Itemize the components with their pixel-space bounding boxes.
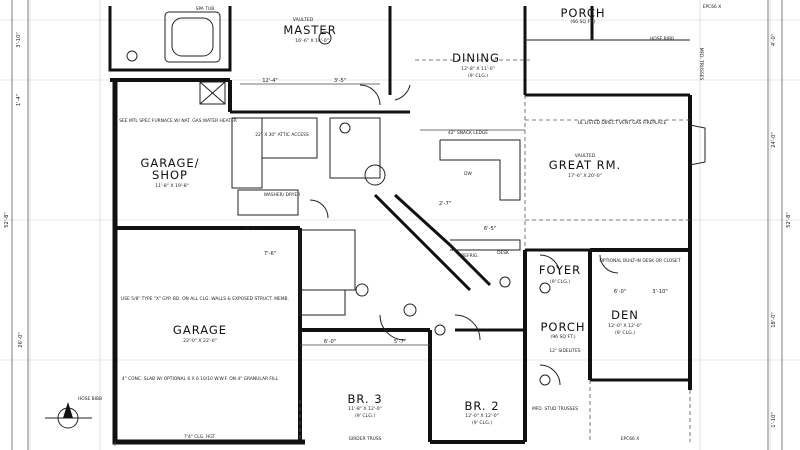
great-note: VAULTED <box>575 153 596 159</box>
built-in-note: OPTIONAL BUILT-IN DESK OR CLOSET <box>599 258 680 264</box>
br3-size: 11'-8" X 12'-0" <box>348 406 382 412</box>
dim-left-2: 1'-4" <box>16 94 22 106</box>
dimension-lines <box>11 0 783 450</box>
refrig-note: REFRIG. <box>461 253 479 259</box>
porch-bottom-label: PORCH <box>540 320 585 334</box>
furnace-note: SEE MTL SPEC FURNACE W/ NAT. GAS WATER H… <box>119 118 237 124</box>
room-labels: VAULTED MASTER 16'-6" X 14'-0" PORCH (66… <box>140 6 641 426</box>
porch-top-label: PORCH <box>560 6 605 20</box>
hose-bibb-top-note: HOSE BIBB <box>650 36 674 42</box>
br3-note: (9' CLG.) <box>355 413 375 419</box>
fireplace-note: UL LISTED DIRECT VENT GAS FIREPLACE <box>578 120 667 126</box>
snack-ledge-note: 42" SNACK LEDGE <box>448 130 488 136</box>
dim-top-1: 12'-4" <box>262 78 278 84</box>
slab-note: 4" CONC. SLAB W/ OPTIONAL 6 X 6 10/10 W.… <box>122 376 279 382</box>
great-size: 17'-6" X 20'-0" <box>568 173 602 179</box>
great-label: GREAT RM. <box>549 158 621 172</box>
dim-bot-2: 5'-7" <box>394 339 406 345</box>
dim-den-1: 6'-0" <box>614 289 626 295</box>
garage-size: 22'-0" X 22'-0" <box>183 338 217 344</box>
br2-label: BR. 2 <box>464 399 499 413</box>
hose-bibb-bottom-note: HOSE BIBB <box>78 396 102 402</box>
master-size: 16'-6" X 14'-0" <box>295 38 329 44</box>
dim-left-3: 52'-8" <box>4 212 10 228</box>
mfd-trusses-note: MFD. TRUSSES <box>698 48 704 81</box>
attic-note: 22" X 30" ATTIC ACCESS <box>255 132 309 138</box>
dim-bot-1: 6'-0" <box>324 339 336 345</box>
dim-right-3: 52'-8" <box>786 212 792 228</box>
foyer-label: FOYER <box>539 263 581 277</box>
garage-shop-label-2: SHOP <box>152 168 188 182</box>
garage-shop-size: 11'-8" X 19'-8" <box>155 183 189 189</box>
annotation-notes: SPA TUB HOSE BIBB EPC66 X UL LISTED DIRE… <box>78 4 721 442</box>
dw-note: DW <box>464 171 472 177</box>
dim-right-5: 1'-10" <box>771 412 777 428</box>
north-arrow <box>45 402 92 429</box>
den-note: (9' CLG.) <box>615 330 635 336</box>
foyer-note: (9' CLG.) <box>550 279 570 285</box>
spa-tub-note: SPA TUB <box>196 6 214 12</box>
dim-mid-4: 2'-7" <box>439 201 451 207</box>
dimension-labels: 3'-10" 1'-4" 52'-8" 26'-0" 4'-0" 24'-0" … <box>4 32 792 428</box>
desk-note: DESK <box>497 250 509 256</box>
sidelites-note: 12" SIDELITES <box>549 348 580 354</box>
dim-mid-1: 10'-0" <box>242 226 258 232</box>
girder-truss-note: GIRDER TRUSS <box>349 436 382 442</box>
br3-label: BR. 3 <box>347 392 382 406</box>
dim-mid-2: 7'-6" <box>264 251 276 257</box>
clg-hgt-note: 7'4" CLG. HGT. <box>184 434 216 440</box>
dim-top-2: 3'-5" <box>334 78 346 84</box>
br2-note: (9' CLG.) <box>472 420 492 426</box>
dim-right-4: 18'-0" <box>771 312 777 328</box>
dim-mid-3: 6'-5" <box>484 226 496 232</box>
dining-label: DINING <box>452 51 500 65</box>
den-size: 12'-0" X 12'-0" <box>608 323 642 329</box>
epc-top-note: EPC66 X <box>703 4 721 10</box>
br2-size: 12'-0" X 12'-0" <box>465 413 499 419</box>
door-swings <box>309 84 619 386</box>
porch-top-size: (66 SQ FT.) <box>570 19 595 25</box>
garage-label: GARAGE <box>173 323 227 337</box>
stud-trusses-note: MFD. STUD TRUSSES <box>532 406 578 412</box>
dining-note: (9' CLG.) <box>468 73 488 79</box>
dim-right-1: 4'-0" <box>771 34 777 46</box>
dim-right-2: 24'-0" <box>771 132 777 148</box>
wall-note: USE 5/8" TYPE "X" GYP. BD. ON ALL CLG. W… <box>121 296 289 302</box>
dining-size: 12'-8" X 11'-0" <box>461 66 495 72</box>
porch-bottom-size: (96 SQ FT.) <box>550 334 575 340</box>
dim-left-1: 3'-10" <box>16 32 22 48</box>
master-label: MASTER <box>283 23 336 37</box>
dim-den-2: 3'-10" <box>652 289 668 295</box>
dim-left-4: 26'-0" <box>18 332 24 348</box>
epc-bottom-note: EPC66 X <box>621 436 639 442</box>
hidden-lines <box>114 59 691 448</box>
garage-shop-label: GARAGE/ <box>140 156 199 170</box>
den-label: DEN <box>611 308 639 322</box>
washer-dryer-note: WASHER/ DRYER <box>264 192 301 198</box>
master-note: VAULTED <box>293 17 314 23</box>
